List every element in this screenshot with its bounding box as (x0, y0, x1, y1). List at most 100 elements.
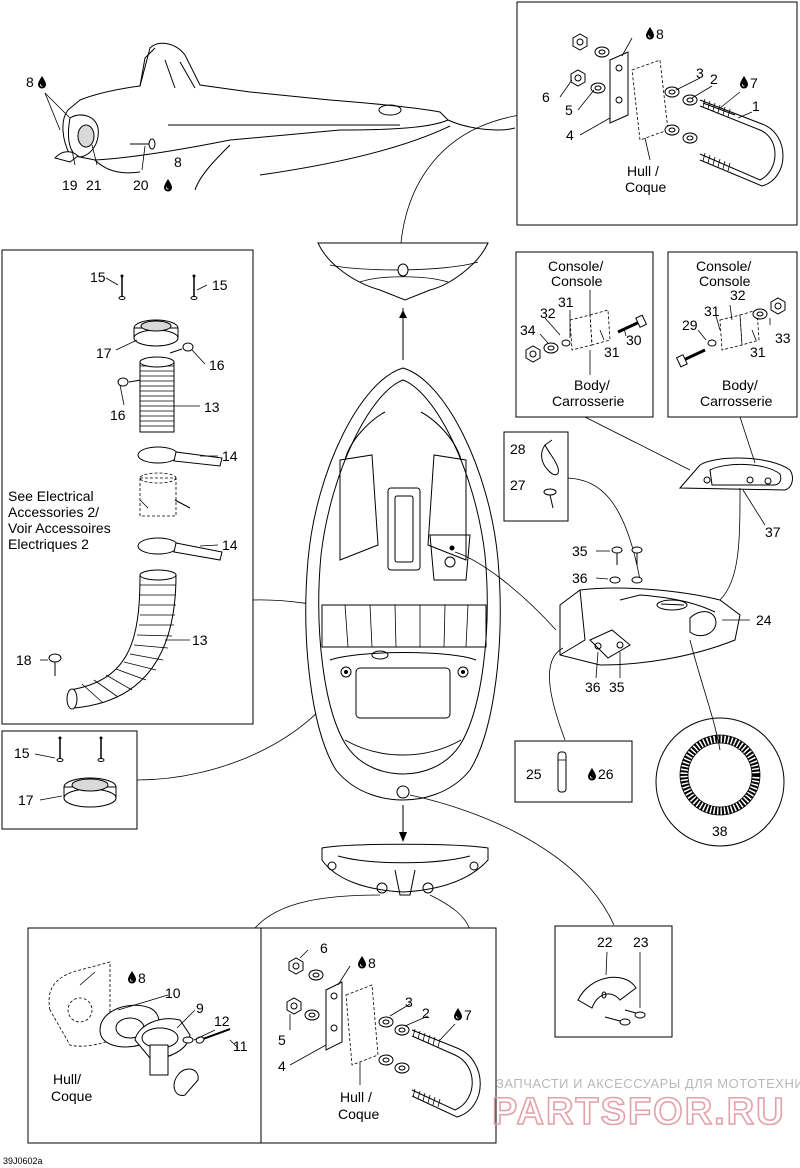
hull-label-top: Hull / (627, 163, 659, 179)
hull-label-bc: Hull / (340, 1089, 372, 1105)
callout-30: 30 (626, 332, 642, 348)
drop-icon (163, 178, 173, 192)
callout-4: 4 (566, 127, 574, 143)
bow-piece (317, 242, 489, 360)
callout-24: 24 (756, 612, 772, 628)
callout-26: 26 (598, 766, 614, 782)
callout-7: 7 (750, 75, 758, 91)
callout-31-d: 31 (750, 344, 766, 360)
see-electrical-3: Voir Accessoires (8, 520, 111, 536)
callout-12: 12 (214, 1013, 230, 1029)
callout-25: 25 (526, 766, 542, 782)
callout-17-b: 17 (18, 792, 34, 808)
callout-38: 38 (712, 823, 728, 839)
bracket-37 (584, 416, 793, 601)
callout-31-a: 31 (558, 294, 574, 310)
clip-box (554, 925, 673, 1038)
callout-2: 2 (710, 71, 718, 87)
callout-8: 8 (26, 74, 34, 90)
callout-11: 11 (233, 1038, 248, 1054)
callout-32: 32 (540, 305, 556, 321)
callout-13-b: 13 (192, 632, 208, 648)
callout-21: 21 (86, 177, 102, 193)
body-label-r1: Body/ (722, 377, 758, 393)
sealant-box (514, 740, 633, 803)
callout-16-b: 16 (110, 407, 126, 423)
diagram-id: 39J0602a (3, 1156, 43, 1166)
console-label-l2: Console (551, 273, 603, 289)
callout-31-c: 31 (704, 303, 720, 319)
console-box-left (515, 251, 654, 418)
callout-2-b: 2 (422, 1005, 430, 1021)
hull-label-bl: Hull/ (53, 1071, 81, 1087)
ubolt-box-bottom (260, 927, 497, 1144)
grill-box (1, 676, 346, 830)
callout-18: 18 (16, 652, 32, 668)
coque-label-bc: Coque (338, 1106, 379, 1122)
callout-13-a: 13 (204, 399, 220, 415)
ubolt-box-top (516, 1, 798, 226)
watermark-line2: PARTSFOR.RU (492, 1091, 786, 1133)
callout-7-b: 7 (464, 1007, 472, 1023)
callout-8-b: 8 (174, 154, 182, 170)
drain-plug-box (27, 927, 263, 1144)
stern-piece (254, 843, 489, 931)
body-label-l1: Body/ (574, 377, 610, 393)
callout-33: 33 (775, 330, 791, 346)
callout-19: 19 (62, 177, 78, 193)
callout-6: 6 (542, 89, 550, 105)
coque-label-bl: Coque (51, 1088, 92, 1104)
callout-28: 28 (510, 441, 526, 457)
callout-20: 20 (133, 177, 149, 193)
callout-29: 29 (682, 317, 698, 333)
callout-15-a: 15 (90, 269, 106, 285)
console-label-r2: Console (699, 273, 751, 289)
ring-38 (655, 717, 785, 847)
callout-15-b: 15 (212, 277, 228, 293)
callout-14-b: 14 (222, 537, 238, 553)
callout-9: 9 (196, 1000, 204, 1016)
callout-35-a: 35 (572, 543, 588, 559)
callout-8-d: 8 (138, 970, 146, 986)
callout-32-b: 32 (730, 287, 746, 303)
callout-8-c: 8 (656, 26, 664, 42)
see-electrical-2: Accessories 2/ (8, 504, 99, 520)
drop-icon (37, 75, 47, 89)
callout-16-a: 16 (209, 357, 225, 373)
boat-side-view (44, 42, 521, 263)
callout-31-b: 31 (604, 344, 620, 360)
callout-3-b: 3 (405, 994, 413, 1010)
callout-5-b: 5 (278, 1032, 286, 1048)
watermark-line1: ЗАПЧАСТИ И АКСЕССУАРЫ ДЛЯ МОТОТЕХНИКИ (496, 1076, 800, 1091)
callout-4-b: 4 (278, 1058, 286, 1074)
callout-27: 27 (510, 477, 526, 493)
console-label-l1: Console/ (548, 258, 603, 274)
coque-label-top: Coque (625, 179, 666, 195)
body-label-r2: Carrosserie (700, 393, 773, 409)
callout-15-c: 15 (14, 745, 30, 761)
callout-22: 22 (597, 934, 613, 950)
callout-23: 23 (633, 934, 649, 950)
callout-1: 1 (752, 98, 760, 114)
callout-6-b: 6 (320, 940, 328, 956)
callout-36-b: 36 (585, 679, 601, 695)
body-label-l2: Carrosserie (552, 393, 625, 409)
callout-3: 3 (696, 65, 704, 81)
callout-8-e: 8 (368, 955, 376, 971)
cover-24 (549, 546, 750, 751)
callout-36-a: 36 (572, 570, 588, 586)
console-label-r1: Console/ (696, 258, 751, 274)
callout-14-a: 14 (222, 448, 238, 464)
callout-17: 17 (96, 345, 112, 361)
hull-top-view (305, 367, 557, 842)
callout-34: 34 (520, 322, 536, 338)
intake-hose-box (1, 249, 463, 725)
screw-clip-box (503, 431, 641, 581)
callout-37: 37 (765, 524, 781, 540)
callout-5: 5 (565, 102, 573, 118)
console-box-right (667, 251, 798, 418)
see-electrical-4: Electriques 2 (8, 536, 89, 552)
callout-35-b: 35 (609, 679, 625, 695)
callout-10: 10 (165, 985, 181, 1001)
